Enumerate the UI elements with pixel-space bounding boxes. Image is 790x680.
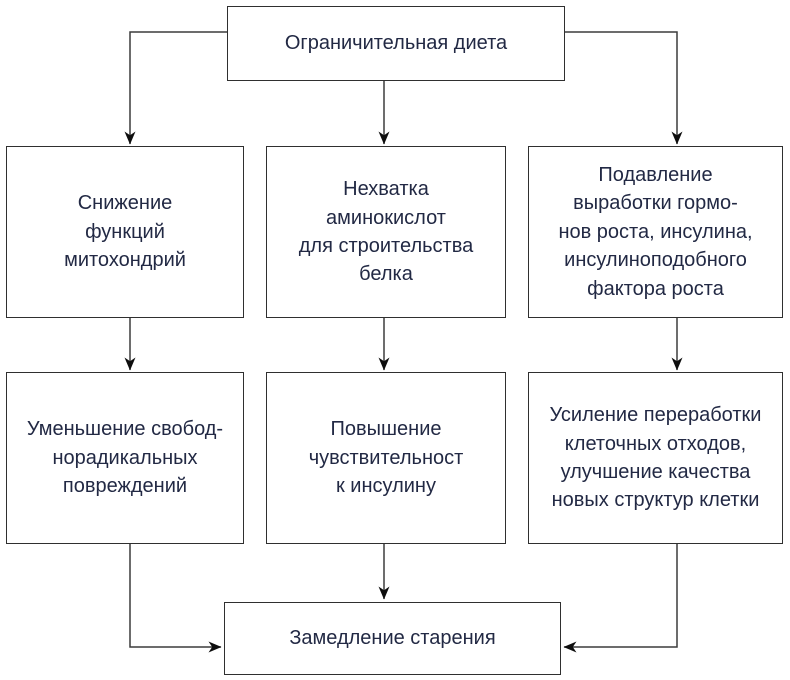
node-amino-acid-shortage-label: Нехватка аминокислот для строительства б… <box>298 178 474 286</box>
arrow-recycling-to-aging <box>563 544 678 653</box>
node-amino-acid-shortage: Нехватка аминокислот для строительства б… <box>266 146 506 318</box>
node-aging-slowdown-label: Замедление старения <box>289 627 496 650</box>
node-cell-recycling-label: Усиление переработки клеточных отходов, … <box>549 404 762 512</box>
node-cell-recycling: Усиление переработки клеточных отходов, … <box>528 372 783 544</box>
node-free-radical-reduction: Уменьшение свобод- норадикальных поврежд… <box>6 372 244 544</box>
arrow-free-radicals-to-aging <box>129 544 222 653</box>
arrow-diet-to-mitochondria <box>124 31 227 145</box>
arrow-diet-to-hormones <box>565 31 683 145</box>
node-hormone-suppression: Подавление выработки гормо- нов роста, и… <box>528 146 783 318</box>
node-insulin-sensitivity-label: Повышение чувствительност к инсулину <box>308 418 464 498</box>
node-mitochondria-decline-label: Снижение функций митохондрий <box>64 192 186 272</box>
node-mitochondria-decline: Снижение функций митохондрий <box>6 146 244 318</box>
node-free-radical-reduction-label: Уменьшение свобод- норадикальных поврежд… <box>26 418 224 498</box>
node-restrictive-diet: Ограничительная диета <box>227 6 565 81</box>
node-hormone-suppression-label: Подавление выработки гормо- нов роста, и… <box>558 164 753 300</box>
node-restrictive-diet-label: Ограничительная диета <box>284 32 508 55</box>
node-aging-slowdown: Замедление старения <box>224 602 561 675</box>
node-insulin-sensitivity: Повышение чувствительност к инсулину <box>266 372 506 544</box>
